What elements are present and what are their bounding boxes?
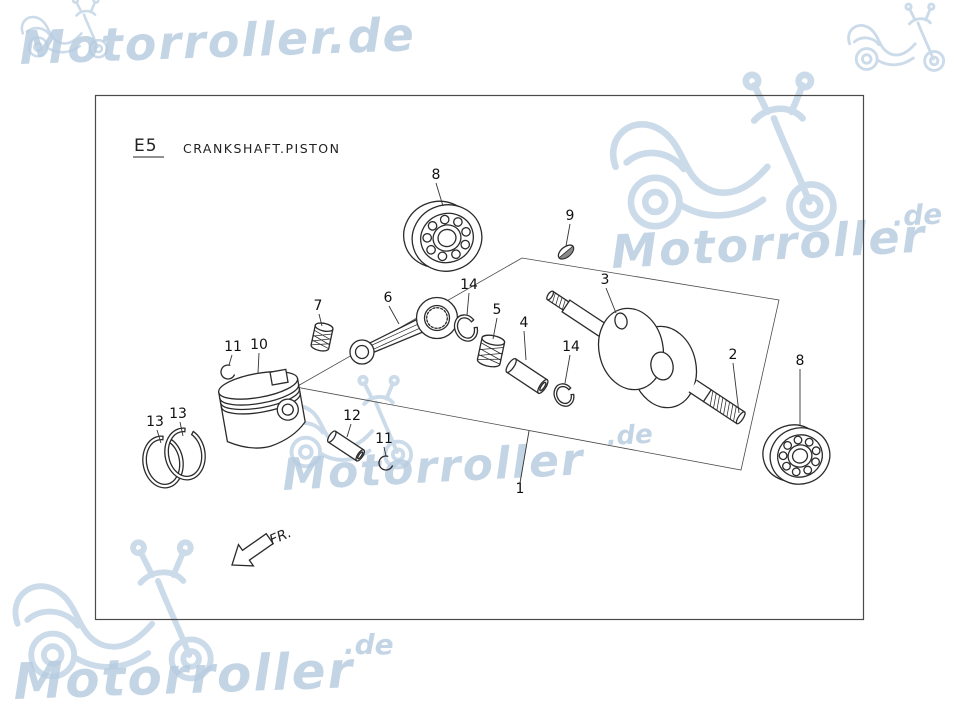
diagram-frame	[94, 94, 865, 621]
part-label-spline-end: 2	[729, 347, 738, 363]
fr-direction-label: FR.	[267, 525, 294, 549]
section-code: E5	[134, 136, 158, 156]
part-piston	[217, 368, 306, 449]
part-label-piston-ring-inner: 13	[169, 406, 187, 422]
watermark-top-right	[847, 2, 946, 72]
watermark-brand-text: Motorroller	[281, 434, 586, 501]
part-label-assembly: 1	[516, 481, 525, 497]
part-label-thrust-washer-lower: 14	[562, 339, 580, 355]
watermark-right-center: .de Motorroller	[610, 75, 943, 279]
watermark-brand-text: Motorroller	[12, 641, 356, 711]
part-label-ball-bearing-upper: 8	[432, 167, 441, 183]
scooter-sketch-icon	[847, 2, 946, 72]
part-label-piston-pin: 12	[343, 408, 361, 424]
watermark-brand-text: Motorroller.de	[18, 7, 416, 75]
part-label-spacer-sleeve: 4	[520, 315, 529, 331]
part-woodruff-key	[557, 244, 575, 260]
part-label-thrust-washer-upper: 14	[460, 277, 478, 293]
part-label-woodruff-key: 9	[566, 208, 575, 224]
part-piston-ring-outer	[138, 432, 188, 492]
part-thrust-washer-upper	[453, 314, 479, 342]
part-label-circlip-left: 11	[224, 339, 242, 355]
part-label-ball-bearing-right: 8	[796, 353, 805, 369]
page-title: CRANKSHAFT.PISTON	[183, 141, 340, 156]
part-labels: 8 9 3 14 5 4 14 6 7 2 8 11 10 13 13 12 1…	[146, 167, 804, 497]
scooter-sketch-icon	[613, 75, 833, 229]
part-connecting-rod	[349, 296, 459, 365]
part-ball-bearing-upper	[403, 200, 483, 272]
part-needle-bearing	[476, 334, 506, 368]
part-label-piston-ring-outer: 13	[146, 414, 164, 430]
part-thrust-washer-lower	[553, 383, 575, 407]
watermark-suffix-text: .de	[606, 420, 654, 452]
watermark-suffix-text: .de	[344, 628, 394, 661]
fr-arrow-icon	[231, 532, 275, 567]
part-label-crankshaft: 3	[601, 272, 610, 288]
part-crankshaft-spline-shaft	[688, 379, 746, 425]
watermark-top-left: Motorroller.de	[18, 0, 417, 75]
part-circlip-left	[218, 363, 236, 382]
part-label-needle-bearing: 5	[493, 302, 502, 318]
watermark-bottom-left: .de Motorroller	[12, 542, 394, 711]
part-spacer-sleeve	[505, 357, 549, 395]
part-crankshaft-webs	[597, 307, 698, 409]
part-label-small-end-bearing: 7	[314, 298, 323, 314]
part-piston-pin	[326, 430, 366, 462]
leader-lines	[156, 182, 801, 484]
part-ball-bearing-right	[762, 424, 831, 485]
part-label-circlip-right: 11	[375, 431, 393, 447]
part-piston-ring-inner	[160, 424, 210, 484]
part-label-piston: 10	[250, 337, 268, 353]
part-label-connecting-rod: 6	[384, 290, 393, 306]
part-small-end-bearing	[310, 322, 334, 352]
watermark-suffix-text: .de	[892, 197, 943, 233]
watermark-brand-text: Motorroller	[610, 208, 929, 278]
fr-direction-indicator: FR.	[231, 525, 294, 567]
